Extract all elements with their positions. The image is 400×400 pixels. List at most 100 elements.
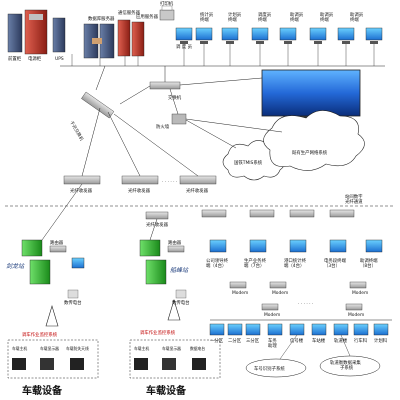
link-line (149, 218, 158, 241)
lower-optical-row: 光纤收发器 (145, 209, 355, 228)
station-cabinet-icon (29, 259, 51, 285)
onboard-left: 车载主机 车载显示器 车载防失天线 车载设备 (7, 339, 99, 397)
terminal-label-6: 助调员终端 (350, 11, 364, 23)
cloud-production: 既有生产网络系统 (263, 110, 365, 171)
onboard-label: 车载显示器 (40, 346, 59, 351)
data-radio-label: 数传电台 (64, 299, 82, 306)
terminal-pc-7 (337, 27, 355, 44)
monitoring-system-label: 调车作业监控系统 (22, 331, 58, 338)
firewall: 防火墙 (156, 113, 187, 130)
unit-label: 轨道楼 (334, 337, 348, 344)
link-line (340, 334, 351, 357)
station-left-name: 剑龙站 (6, 262, 25, 270)
router-icon (49, 245, 67, 253)
antenna-mid: 调车作业监控系统 (140, 298, 181, 336)
app-server-label: 应用服务器 (136, 13, 159, 20)
front-cabinet-label: 前置柜 (8, 55, 22, 62)
link-line (179, 77, 263, 86)
modem-icon (229, 281, 247, 289)
modem-icon (261, 303, 279, 311)
optical-receiver-label: 光纤收发器 (186, 187, 209, 194)
terminal-label-4: 助调员终端 (290, 11, 304, 23)
monitor-base-icon (200, 41, 208, 44)
right-terminal-label-3: 港口统计终端（4台） (284, 257, 307, 269)
unit-label: 三分区 (246, 337, 260, 344)
monitor-icon (365, 27, 383, 41)
antenna-left: 调车作业监控系统 (22, 304, 59, 338)
monitor-base-icon (370, 41, 378, 44)
terminal-label-5: 助调员终端 (320, 11, 334, 23)
onboard-label: 车载主机 (12, 346, 27, 351)
link-line (41, 183, 83, 241)
unit-label: 车站楼 (312, 337, 326, 344)
dots-label: . . . . . . (162, 179, 177, 184)
disk-array-icon (92, 38, 102, 44)
link-line (279, 334, 298, 360)
station-left: 剑龙站 路由器 数传电台 (6, 239, 85, 306)
onboard-label: 数据电台 (190, 346, 205, 351)
subsystem-ellipse (245, 358, 307, 378)
monitor-icon (221, 27, 239, 41)
onboard-unit-icon (134, 358, 148, 370)
onboard-label: 车载防失天线 (66, 346, 89, 351)
monitor-icon (195, 27, 213, 41)
optical-receiver-label: 光纤收发器 (70, 187, 93, 194)
terminal-pc-3 (221, 27, 239, 44)
modem-label: Modem (264, 312, 280, 318)
right-terminal-label-5: 助调终端（8台） (360, 257, 378, 269)
monitor-icon (337, 27, 355, 41)
monitor-base-icon (180, 41, 188, 44)
monitor-base-icon (226, 41, 234, 44)
monitor-icon (373, 323, 389, 336)
right-terminal-label-4: 电务段终端（3台） (324, 257, 347, 269)
production-cloud-shape (263, 110, 365, 171)
monitor-icon (267, 323, 283, 336)
onboard-unit-icon (162, 358, 176, 370)
right-terminal-label-2: 生产业务终端（7台） (244, 257, 267, 269)
unit-label: 计划科 (374, 337, 388, 344)
terminal-pc-2 (195, 27, 213, 44)
firewall-label: 防火墙 (156, 123, 170, 130)
link-line (185, 118, 283, 133)
app-server-icon (131, 21, 145, 57)
station-equipment-icon (21, 239, 43, 257)
link-line (107, 111, 141, 177)
station-cabinet-icon (145, 259, 167, 285)
onboard-unit-icon (192, 358, 206, 370)
tmis-label: 国铁TMIS系统 (234, 159, 263, 166)
onboard-unit-icon (12, 358, 26, 370)
terminal-label-2: 计划员终端 (228, 11, 242, 23)
monitor-icon (311, 323, 327, 336)
printer-label: 打印机 (160, 0, 174, 7)
dispatcher-term-label: 调 度 员 (176, 43, 193, 50)
digital-channel-label: 站间数字光纤通道 (345, 193, 363, 205)
onboard-mid: 车载主机 车载显示器 数据电台 车载设备 (129, 339, 221, 397)
terminal-pc-1 (175, 27, 193, 44)
data-radio-label: 数传电台 (172, 299, 190, 306)
bottom-units: 一分区 二分区 三分区 车务助理 信号楼 车站楼 轨道楼 行车科 计划科 (209, 319, 392, 349)
optical-receiver-icon (145, 211, 169, 220)
station-equipment-icon (139, 239, 161, 257)
station-mid: 船峰站 路由器 数传电台 (139, 239, 190, 306)
router-label: 路由器 (50, 239, 64, 246)
unit-label: 一分区 (210, 337, 224, 344)
ups-label: UPS (55, 56, 64, 62)
onboard-unit-icon (40, 358, 54, 370)
ellipse-weighbridge: 轨道衡数据采集子系统 (319, 355, 381, 377)
monitor-icon (251, 27, 269, 41)
power-panel-icon (29, 14, 43, 20)
modem-icon (345, 303, 363, 311)
ellipse-car-id: 车号识别子系统 (245, 358, 307, 378)
production-label: 既有生产网络系统 (292, 149, 328, 156)
monitor-icon (289, 323, 305, 336)
link-line (169, 88, 179, 115)
router-label: 路由器 (168, 239, 182, 246)
optical-receiver-label: 光纤收发器 (128, 187, 151, 194)
onboard-box (7, 339, 99, 379)
link-line (95, 65, 106, 91)
comm-server-label: 通信服务器 (118, 9, 141, 16)
right-terminal-label-1: 公司领导终端（4台） (206, 257, 229, 269)
unit-label: 车务助理 (268, 337, 277, 349)
modem-label: Modem (232, 290, 248, 296)
